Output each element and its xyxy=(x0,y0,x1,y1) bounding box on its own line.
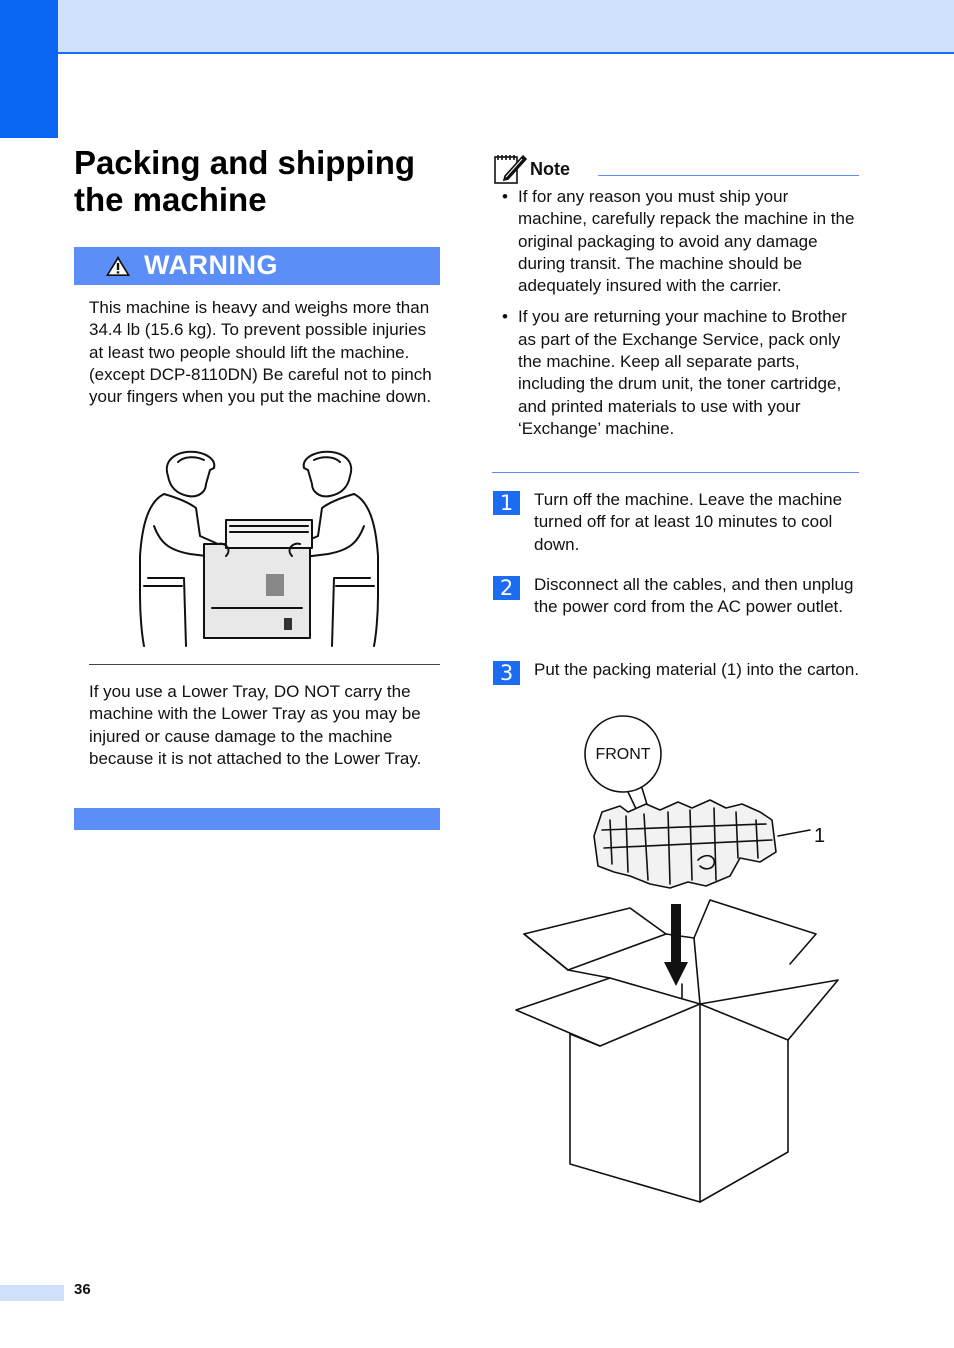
warning-triangle-icon xyxy=(106,256,130,276)
packing-carton-illustration: FRONT 1 xyxy=(515,715,839,1203)
note-top-rule xyxy=(598,175,859,176)
warning-footer-bar xyxy=(74,808,440,830)
note-label: Note xyxy=(530,159,570,179)
chapter-tab xyxy=(0,0,58,138)
part-number-label: 1 xyxy=(814,825,825,847)
note-pencil-icon xyxy=(494,154,527,184)
warning-text-weight: This machine is heavy and weighs more th… xyxy=(89,298,432,407)
page-title: Packing and shipping the machine xyxy=(74,144,416,218)
warning-text-lower-tray: If you use a Lower Tray, DO NOT carry th… xyxy=(89,682,422,768)
page-number-tab xyxy=(0,1285,64,1301)
two-people-lifting-illustration xyxy=(139,450,379,647)
warning-label: WARNING xyxy=(144,250,278,280)
note-bottom-rule xyxy=(492,472,859,473)
front-callout-label: FRONT xyxy=(595,746,650,763)
step-text: Turn off the machine. Leave the machine … xyxy=(534,490,843,554)
note-item: If for any reason you must ship your mac… xyxy=(500,186,860,297)
step-number-badge: 1 xyxy=(493,491,520,515)
page-number: 36 xyxy=(74,1281,91,1298)
warning-header: WARNING xyxy=(74,247,440,285)
warning-divider xyxy=(89,664,440,665)
note-item: If you are returning your machine to Bro… xyxy=(500,306,860,440)
step-number-badge: 3 xyxy=(493,661,520,685)
step-text: Put the packing material (1) into the ca… xyxy=(534,660,860,679)
header-band xyxy=(0,0,954,54)
step-number-badge: 2 xyxy=(493,576,520,600)
note-list: If for any reason you must ship your mac… xyxy=(500,186,860,449)
step-text: Disconnect all the cables, and then unpl… xyxy=(534,575,854,617)
